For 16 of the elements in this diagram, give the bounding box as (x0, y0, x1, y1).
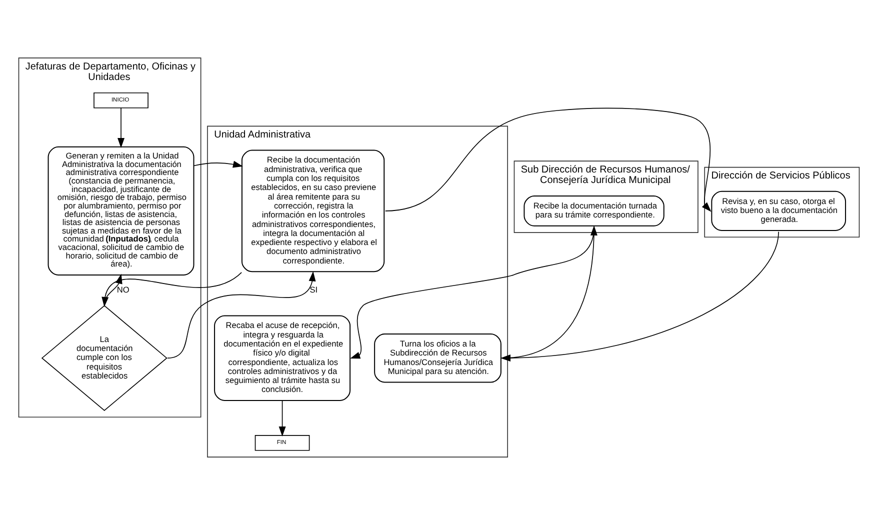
node-diamond: La documentación cumple con los requisitos establecidos (41, 304, 168, 411)
node-box: Revisa y, en su caso, otorga el visto bueno a la documentación generada. (711, 190, 846, 230)
arrow (167, 270, 316, 358)
arrow (193, 160, 243, 168)
node-box: Recaba el acuse de recepción, integra y resguarda la documentación en el expediente físico y/o digital correspondiente, actualiza los controles administrativos y da seguimiento al trámite hasta su conclusión. (214, 314, 351, 400)
node-box: Recibe la documentación administrativa, verifica que cumpla con los requisitos establecidos, en su caso previene al área remitente para su corrección, registra la información en los controles administrativos correspondientes, integra la documentación al expediente respectivo y elabora el documento administrativo correspondiente. (241, 149, 385, 272)
arrow (500, 230, 780, 362)
arrow (118, 107, 124, 148)
node-box: Turna los oficios a la Subdirección de Recursos Humanos/Consejería Jurídica Municipal para su atención. (374, 332, 502, 382)
arrow (278, 400, 286, 436)
edge-label: NO (116, 284, 130, 294)
arrow (350, 226, 594, 358)
edge-label: SI (310, 284, 318, 294)
node-box: Generan y remiten a la Unidad Administrativa la documentación administrativa correspondiente (constancia de permanencia, incapacidad, justificante de omisión, riesgo de trabajo, permiso por alumbramiento, permiso por defunción, listas de asistencia, listas de asistencia de personas sujetas a medidas en favor de la comunidad (Inputados), cedula vacacional, solicitud de cambio de horario, solicitud de cambio de área). (48, 146, 194, 275)
arrow (384, 107, 712, 212)
node-box: Recibe la documentación turnada para su trámite correspondiente. (524, 194, 664, 226)
